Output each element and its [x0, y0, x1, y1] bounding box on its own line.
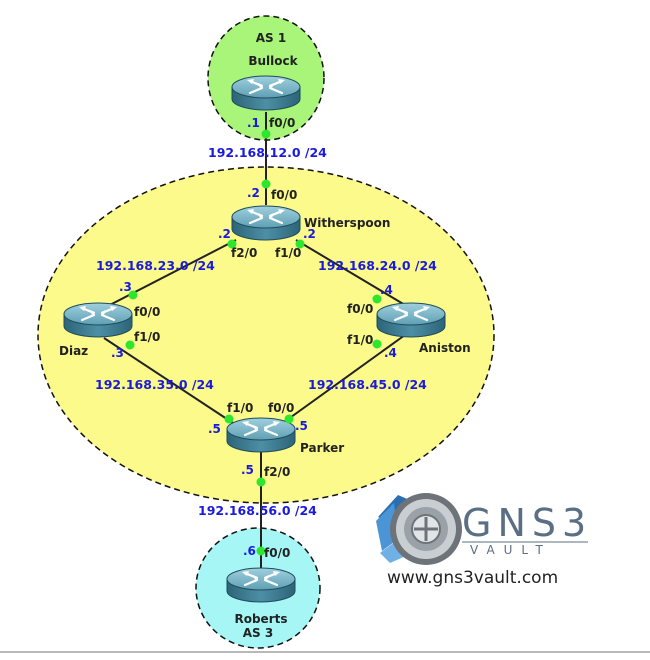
host-aniston-f00: .4 [380, 283, 393, 297]
iface-parker-f00: f0/0 [268, 401, 294, 415]
logo-brand: GNS3 [462, 501, 592, 545]
subnet-label-45: 192.168.45.0 /24 [308, 377, 427, 392]
host-witherspoon-f20: .2 [218, 227, 231, 241]
iface-diaz-f00: f0/0 [134, 305, 160, 319]
host-parker-f20: .5 [241, 463, 254, 477]
port-dot [224, 414, 234, 424]
logo-url[interactable]: www.gns3vault.com [387, 568, 558, 588]
subnet-label-24: 192.168.24.0 /24 [318, 258, 437, 273]
iface-aniston-f10: f1/0 [347, 333, 373, 347]
port-dot [295, 239, 305, 249]
port-dot [128, 290, 138, 300]
as3-label: AS 3 [243, 626, 273, 640]
vault-door-icon [376, 493, 462, 565]
iface-diaz-f10: f1/0 [134, 330, 160, 344]
router-name-witherspoon: Witherspoon [304, 216, 390, 230]
router-bullock[interactable] [230, 74, 302, 112]
router-parker[interactable] [225, 416, 297, 454]
host-roberts-f00: .6 [243, 544, 256, 558]
port-dot [125, 340, 135, 350]
port-dot [372, 339, 382, 349]
host-diaz-f00: .3 [119, 280, 132, 294]
port-dot [256, 546, 266, 556]
port-dot [372, 294, 382, 304]
link-witherspoon-aniston [295, 239, 406, 306]
iface-witherspoon-f10: f1/0 [275, 246, 301, 260]
router-name-aniston: Aniston [419, 341, 471, 355]
as1-label: AS 1 [256, 31, 286, 45]
host-parker-f10: .5 [208, 422, 221, 436]
router-witherspoon[interactable] [230, 204, 302, 242]
iface-witherspoon-f20: f2/0 [231, 246, 257, 260]
subnet-label-12: 192.168.12.0 /24 [208, 145, 327, 160]
port-dot [227, 239, 237, 249]
iface-witherspoon-f00: f0/0 [271, 188, 297, 202]
link-witherspoon-diaz [103, 239, 237, 309]
host-bullock-f00: .1 [247, 116, 260, 130]
router-name-diaz: Diaz [59, 344, 88, 358]
host-witherspoon-f10: .2 [303, 227, 316, 241]
iface-roberts-f00: f0/0 [264, 546, 290, 560]
gns3-vault-logo: GNS3 VAULT www.gns3vault.com [376, 493, 592, 588]
router-diaz[interactable] [62, 301, 134, 339]
router-name-bullock: Bullock [248, 54, 298, 68]
port-dots [125, 129, 382, 556]
port-dot [261, 179, 271, 189]
iface-aniston-f00: f0/0 [347, 302, 373, 316]
logo-tagline: VAULT [470, 543, 552, 557]
router-aniston[interactable] [375, 301, 447, 339]
subnet-label-56: 192.168.56.0 /24 [198, 503, 317, 518]
host-parker-f00: .5 [295, 419, 308, 433]
router-name-parker: Parker [300, 441, 344, 455]
host-witherspoon-f00: .2 [247, 186, 260, 200]
host-aniston-f10: .4 [384, 346, 397, 360]
link-aniston-parker [279, 334, 406, 426]
router-name-roberts: Roberts [234, 612, 287, 626]
port-dot [284, 414, 294, 424]
port-dot [261, 129, 271, 139]
router-roberts[interactable] [225, 566, 297, 604]
subnet-label-23: 192.168.23.0 /24 [96, 258, 215, 273]
host-diaz-f10: .3 [111, 346, 124, 360]
subnet-label-35: 192.168.35.0 /24 [95, 377, 214, 392]
iface-parker-f20: f2/0 [264, 465, 290, 479]
port-dot [256, 477, 266, 487]
iface-bullock-f00: f0/0 [269, 116, 295, 130]
link-diaz-parker [103, 337, 237, 426]
iface-parker-f10: f1/0 [227, 401, 253, 415]
core-area [37, 166, 495, 504]
